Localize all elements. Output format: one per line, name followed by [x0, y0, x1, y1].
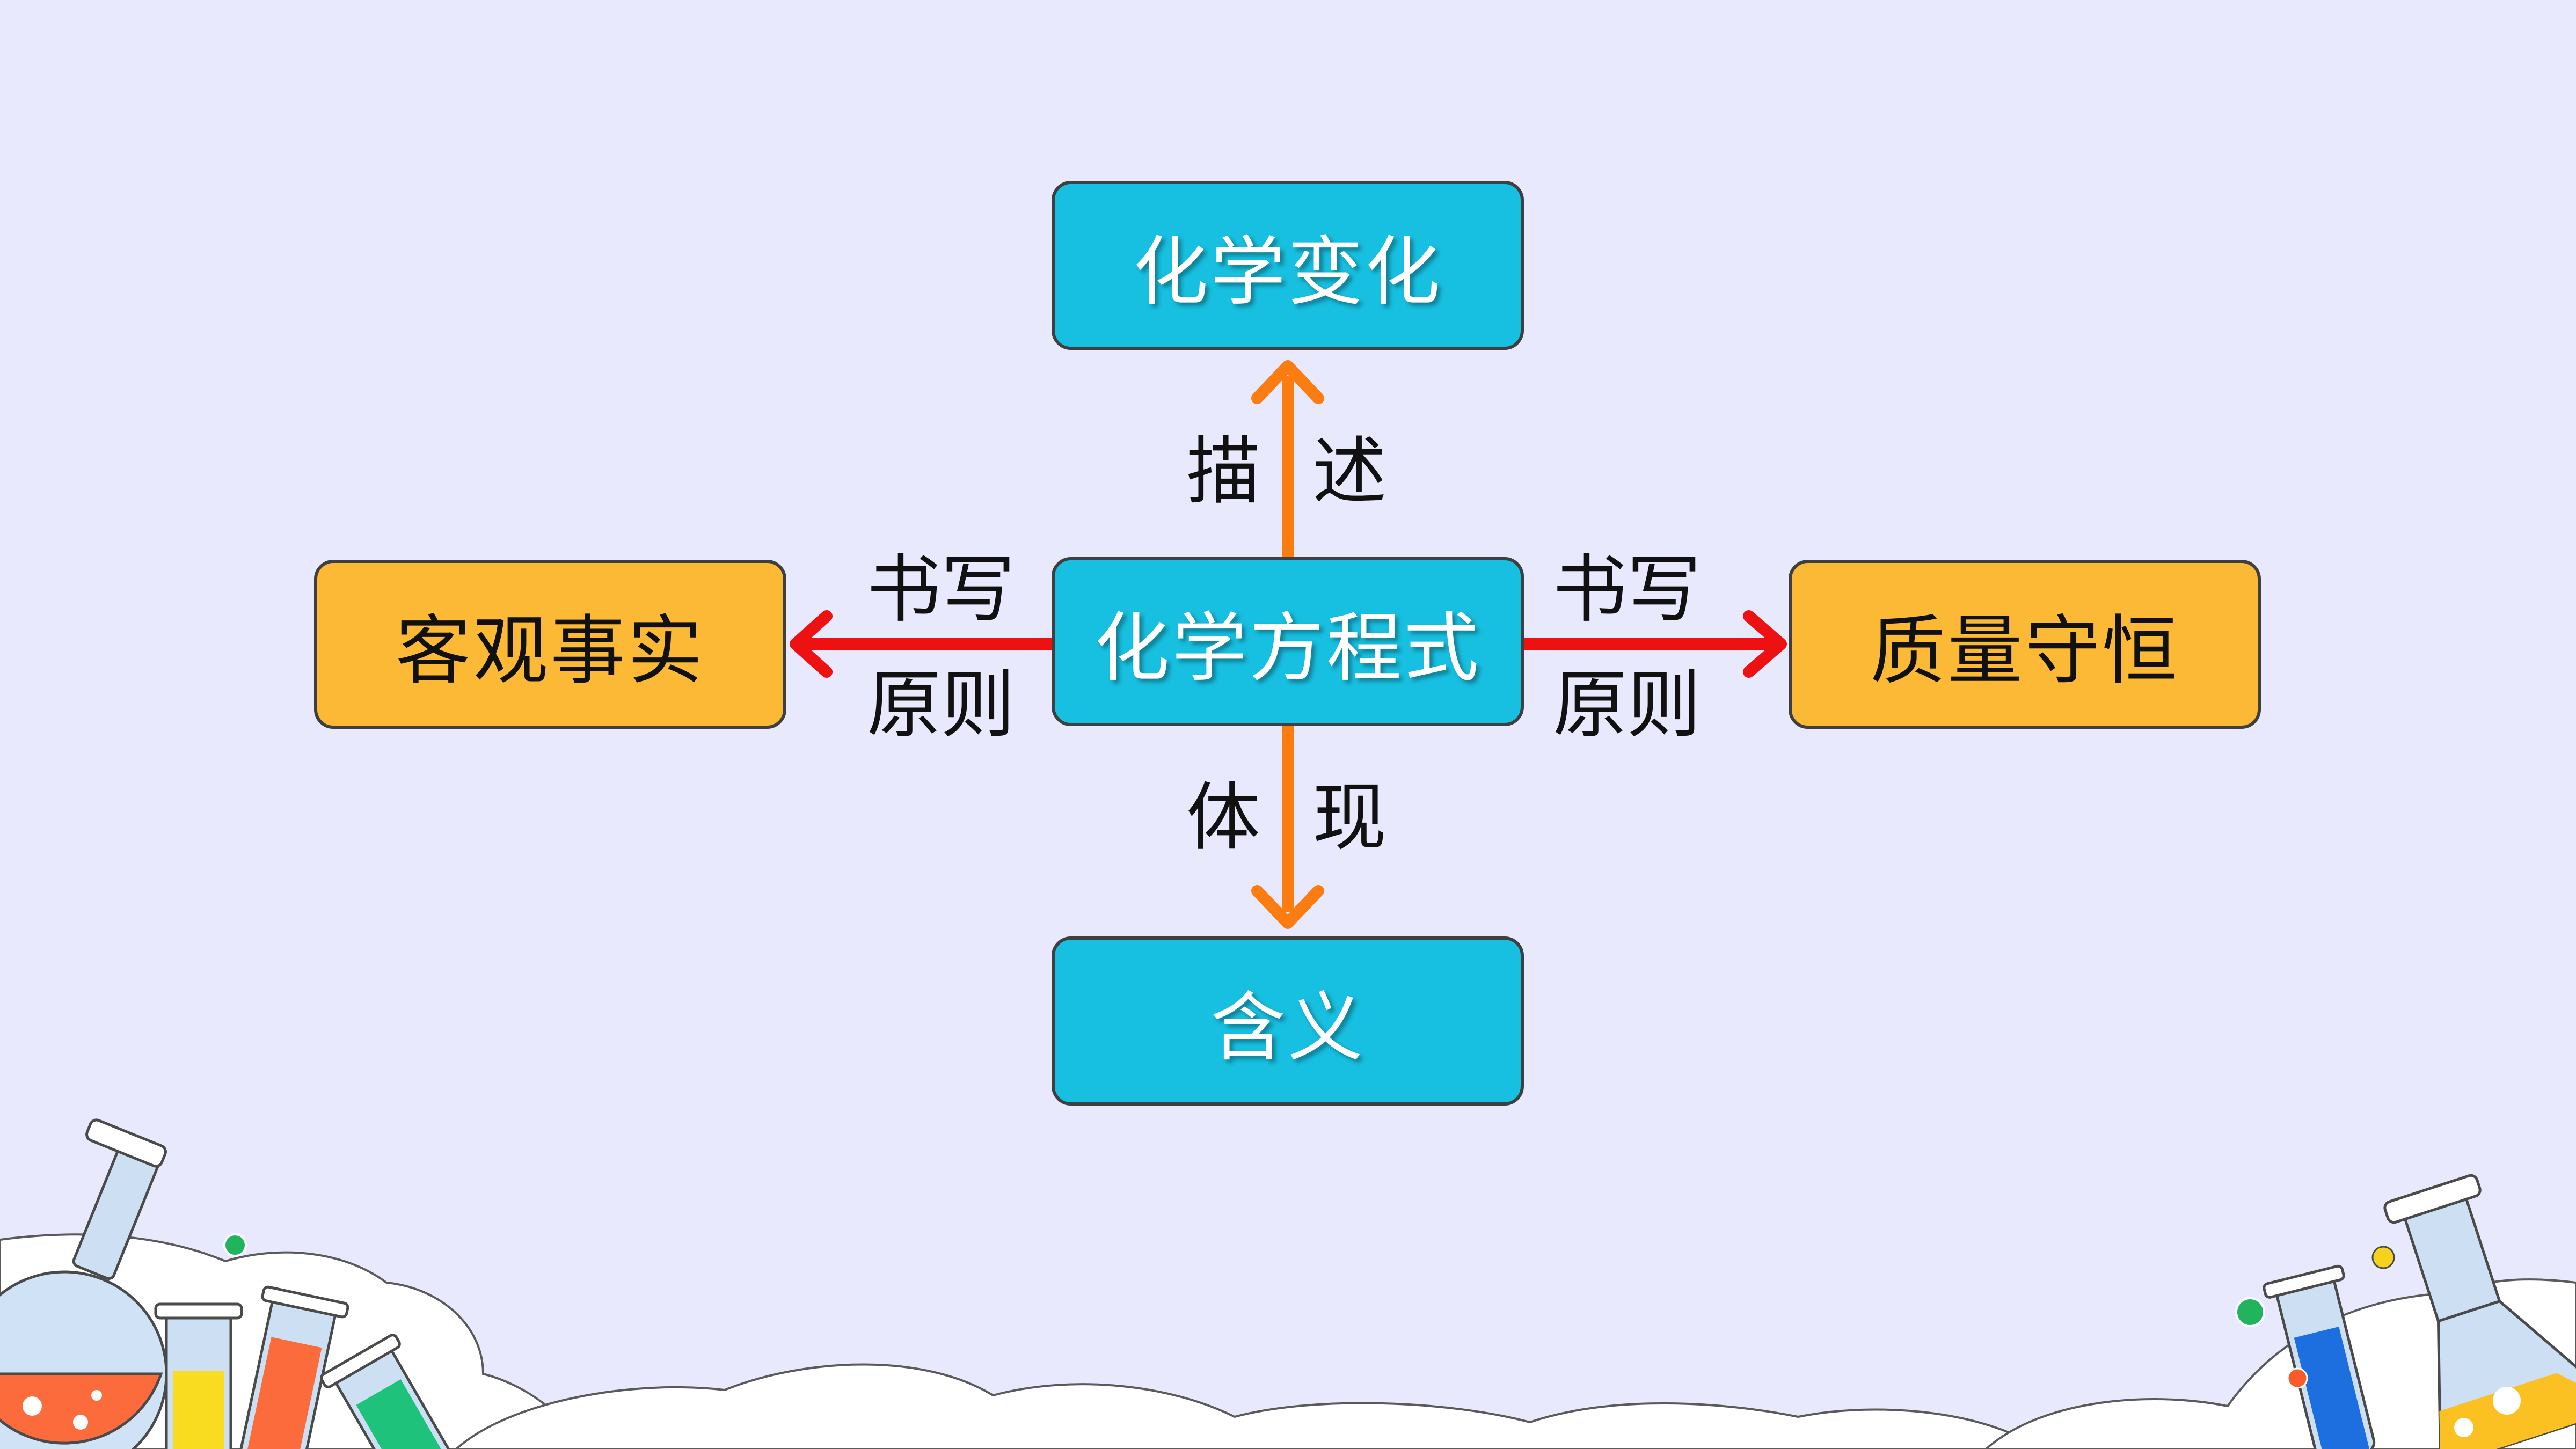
label-right-principle: 原则 [1553, 662, 1702, 748]
arrow-up-to-top [1251, 360, 1324, 557]
label-left-principle: 原则 [867, 662, 1016, 748]
left-test-tubes [154, 1233, 466, 1449]
node-chemical-change: 化学变化 [1052, 181, 1524, 350]
label-describe-1: 描 [1186, 428, 1261, 515]
bottom-cloud-shape [455, 1363, 2042, 1449]
node-objective-facts: 客观事实 [314, 560, 786, 729]
label-describe-2: 述 [1312, 428, 1387, 515]
node-meaning: 含义 [1052, 936, 1524, 1106]
left-round-flask [0, 1118, 168, 1449]
right-lab-glassware [2235, 1174, 2576, 1449]
arrow-right-to-right [1524, 610, 1787, 678]
arrow-left-to-left [790, 610, 1052, 678]
label-embody-1: 体 [1186, 774, 1261, 861]
label-right-writing: 书写 [1553, 546, 1702, 633]
node-chemical-equation: 化学方程式 [1052, 557, 1524, 726]
node-mass-conservation: 质量守恒 [1789, 560, 2261, 729]
label-embody-2: 现 [1312, 774, 1387, 861]
label-left-writing: 书写 [867, 546, 1016, 633]
arrow-down-to-bottom [1251, 726, 1324, 929]
